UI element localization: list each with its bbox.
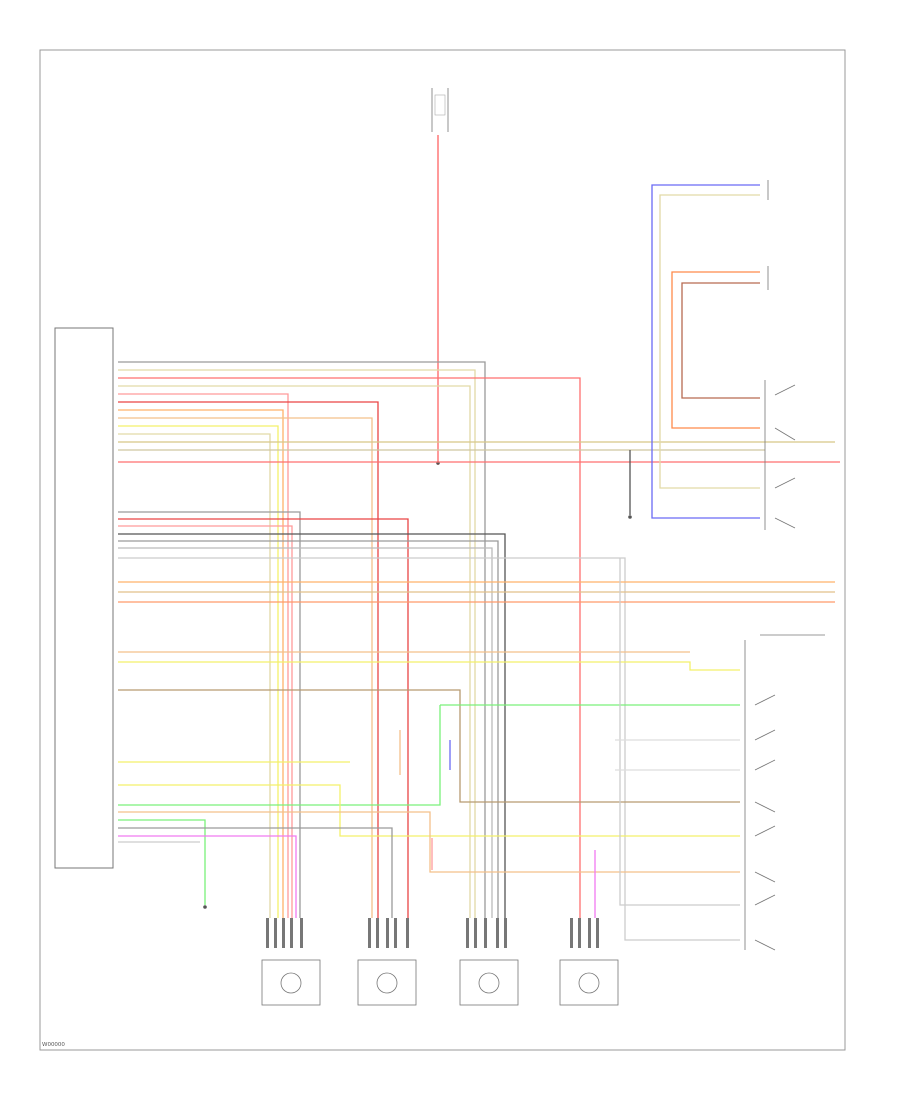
footer-code: W00000 (42, 1042, 65, 1048)
memory-seat-control-module (54, 327, 114, 869)
seat-motors (261, 959, 619, 1006)
right-connector-wires (118, 581, 835, 603)
middle-harness-wires (118, 511, 740, 941)
motor-4 (559, 959, 619, 1006)
seat-switch-wires (629, 184, 760, 519)
motor-1 (261, 959, 321, 1006)
power-source-group (431, 88, 449, 132)
upper-harness-wires (118, 361, 840, 918)
lower-harness-wires (118, 558, 740, 918)
motor-3 (459, 959, 519, 1006)
diagram-frame (39, 49, 846, 1051)
switch-contacts (744, 180, 825, 951)
motor-connectors (266, 918, 599, 948)
motor-2 (357, 959, 417, 1006)
ground-symbols (203, 515, 632, 909)
